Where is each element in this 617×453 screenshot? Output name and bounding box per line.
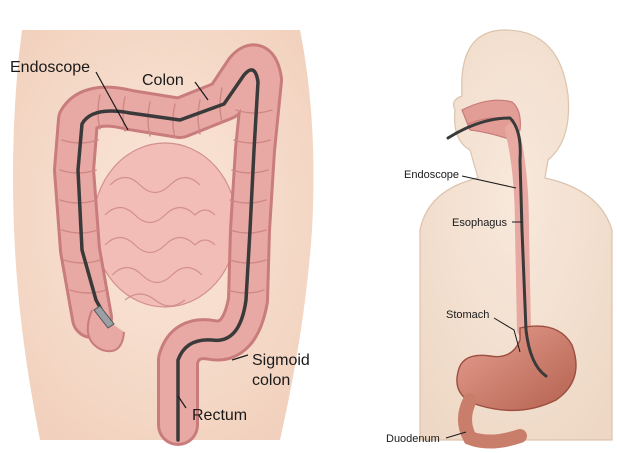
small-intestine <box>93 143 237 307</box>
label-duodenum: Duodenum <box>386 433 440 445</box>
label-sigmoid-line2: colon <box>252 372 290 389</box>
colonoscopy-panel: Endoscope Colon Sigmoid colon Rectum <box>10 30 314 440</box>
upper-endoscopy-panel: Endoscope Esophagus Stomach Duodenum <box>386 30 612 445</box>
label-colon: Colon <box>142 72 184 89</box>
label-rectum: Rectum <box>192 407 247 424</box>
label-endoscope-left: Endoscope <box>10 59 90 76</box>
label-sigmoid-line1: Sigmoid <box>252 352 310 369</box>
label-esophagus: Esophagus <box>452 217 508 229</box>
label-stomach: Stomach <box>446 309 489 321</box>
label-endoscope-right: Endoscope <box>404 169 459 181</box>
